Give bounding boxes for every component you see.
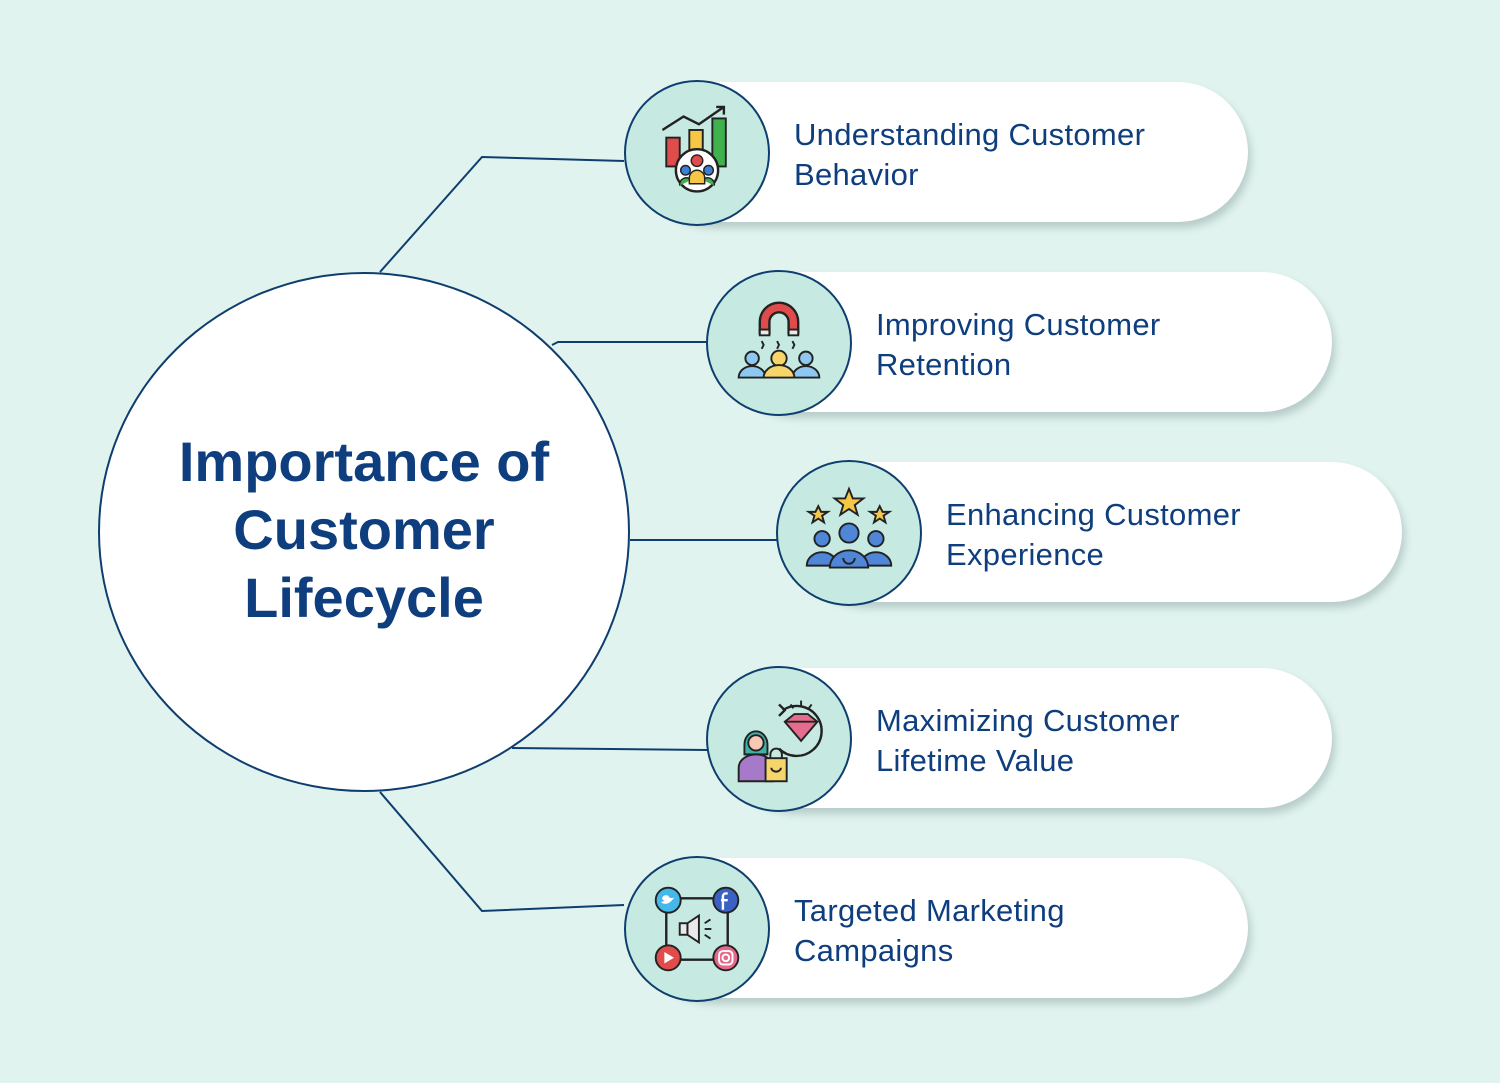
customers-stars-icon	[805, 486, 893, 569]
shopper-diamond-icon	[737, 700, 823, 783]
item-label: Improving Customer Retention	[876, 307, 1161, 382]
item-3-badge	[776, 460, 922, 606]
connector-5	[379, 791, 625, 913]
center-title: Importance of Customer Lifecycle	[178, 430, 550, 629]
item-label: Enhancing Customer Experience	[946, 497, 1241, 572]
item-label: Maximizing Customer Lifetime Value	[876, 703, 1180, 778]
item-4-badge	[706, 666, 852, 812]
growth-chart-customers-icon	[661, 105, 727, 193]
connector-1	[379, 155, 625, 273]
item-5-badge	[624, 856, 770, 1002]
social-media-megaphone-icon	[654, 886, 740, 972]
item-label: Understanding Customer Behavior	[794, 117, 1146, 192]
connector-4	[511, 747, 708, 751]
connector-2	[551, 341, 707, 346]
magnet-customers-icon	[737, 301, 821, 379]
item-2-badge	[706, 270, 852, 416]
item-label: Targeted Marketing Campaigns	[794, 893, 1065, 968]
center-circle: Importance of Customer Lifecycle	[98, 272, 630, 792]
item-1-badge	[624, 80, 770, 226]
